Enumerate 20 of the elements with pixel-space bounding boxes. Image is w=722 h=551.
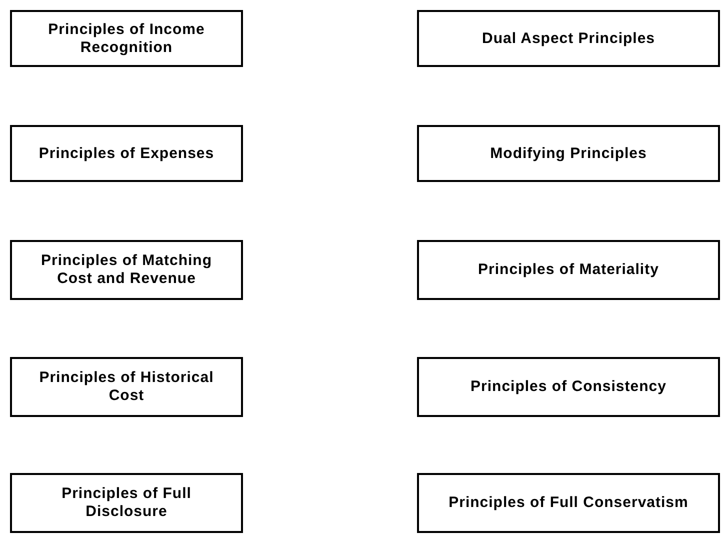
- box-label: Principles of Expenses: [38, 144, 216, 162]
- principle-box: [417, 10, 720, 67]
- principle-box: [417, 357, 720, 417]
- box-label: Principles of Income Recognition: [47, 20, 206, 56]
- principle-box: [10, 473, 243, 533]
- box-label: Principles of Matching Cost and Revenue: [40, 252, 214, 288]
- box-label: Dual Aspect Principles: [481, 30, 656, 48]
- box-label: Principles of Materiality: [477, 261, 660, 279]
- box-label: Principles of Full Conservatism: [448, 494, 690, 512]
- box-label: Principles of Full Disclosure: [60, 485, 192, 521]
- principle-box: [417, 473, 720, 533]
- box-label: Principles of Historical Cost: [38, 369, 215, 405]
- principle-box: [10, 357, 243, 417]
- principle-box: [10, 240, 243, 300]
- principle-box: [417, 240, 720, 300]
- box-label: Modifying Principles: [489, 144, 648, 162]
- principle-box: [10, 10, 243, 67]
- principle-box: [417, 125, 720, 182]
- box-label: Principles of Consistency: [470, 378, 668, 396]
- principle-box: [10, 125, 243, 182]
